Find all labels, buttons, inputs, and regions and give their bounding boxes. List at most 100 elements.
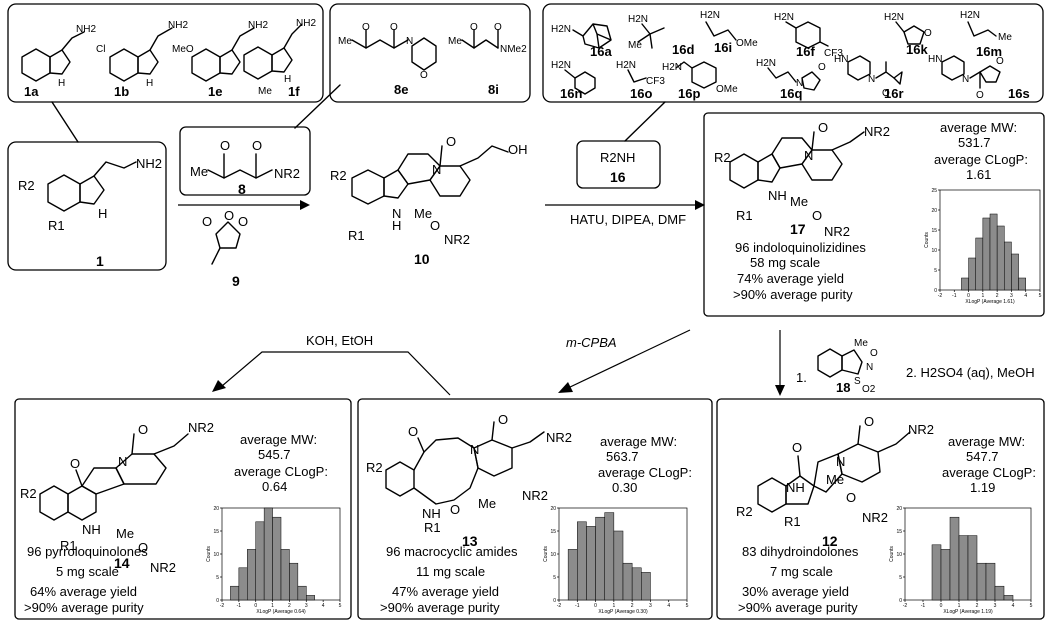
label-16d: 16d [672,42,694,57]
y-axis-label: Counts [206,546,212,562]
histogram-bar [272,516,282,601]
histogram-bar [622,562,633,601]
y-tick-label: 15 [550,529,556,535]
p12-yield: 30% average yield [742,584,849,599]
arrow-to-12-head [775,385,785,396]
histogram-bar [1018,277,1026,291]
diketone-8i-structure: O O Me NMe2 [448,22,527,55]
me-label: Me [448,36,462,47]
y-tick-label: 5 [899,575,902,581]
hn-label: HN [928,54,942,65]
p14-mw-label: average MW: [240,432,317,447]
amine-16p-structure: H2N OMe [662,61,738,95]
y-tick-label: 15 [931,228,937,234]
me-label: Me [790,194,808,209]
y-tick-label: 0 [899,598,902,604]
r1-label: R1 [736,208,753,223]
reagent-18-structure: Me O N S O2 18 [817,338,878,395]
o-label: O [430,218,440,233]
histogram-bar [975,237,984,291]
p14-yield: 64% average yield [30,584,137,599]
h2n-label: H2N [960,10,980,21]
x-tick-label: 4 [1012,603,1015,609]
x-tick-label: 4 [322,603,325,609]
histogram-bar [940,549,951,601]
r2-label: R2 [714,150,731,165]
histogram-bar [595,516,605,601]
nr2-label: NR2 [150,560,176,575]
nr2-label: NR2 [864,124,890,139]
nr2-label: NR2 [444,232,470,247]
x-tick-label: 5 [686,603,689,609]
meo-label: MeO [172,44,194,55]
h2n-label: H2N [628,14,648,25]
reagent-step1: 1. [796,370,807,385]
o-label: O [138,540,148,555]
y-tick-label: 20 [550,506,556,512]
compound-8-box [179,126,311,196]
x-tick-label: 0 [254,603,257,609]
o-label: O [238,214,248,229]
cf3-label: CF3 [646,76,665,87]
x-tick-label: 1 [981,293,984,299]
h2n-label: H2N [551,24,571,35]
r1-label: R1 [348,228,365,243]
y-tick-label: 15 [896,529,902,535]
y-tick-label: 15 [213,529,219,535]
label-1b: 1b [114,84,129,99]
histogram-bar [230,585,240,601]
amine-16k-structure: H2N O [884,12,932,45]
p14-mw: 545.7 [258,447,291,462]
histogram-bar [976,562,987,601]
arrow-to-13 [567,329,691,389]
x-tick-label: 3 [305,603,308,609]
reagents-main: HATU, DIPEA, DMF [570,212,686,227]
histogram-bar [297,585,307,601]
nh-label: NH [768,188,787,203]
histogram-bar [1011,253,1019,291]
nr2-label: NR2 [546,430,572,445]
label-16f: 16f [796,44,815,59]
y-tick-label: 10 [213,552,219,558]
p12-scale: 7 mg scale [770,564,833,579]
nr2-label: NR2 [522,488,548,503]
label-16k: 16k [906,42,928,57]
nr2-label: NR2 [908,422,934,437]
nh-label: H [58,78,65,89]
r1-label: R1 [784,514,801,529]
r2-label: R2 [20,486,37,501]
n-label: N [962,74,969,85]
me-label: Me [258,86,272,97]
y-axis-label: Counts [543,546,549,562]
o-label: O [224,208,234,223]
me-label: Me [478,496,496,511]
compound-9-structure: O O O 9 [202,208,248,289]
x-axis-label: XLogP (Average 1.61) [965,299,1015,305]
histogram-bar [247,549,256,601]
amine-16q-structure: H2N N O [756,58,826,91]
histogram-bar [985,562,996,601]
label-1e: 1e [208,84,222,99]
nh-label: NH [786,480,805,495]
p13-mw: 563.7 [606,449,639,464]
label-8e: 8e [394,82,408,97]
hn-label: N [392,206,401,221]
x-axis-label: XLogP (Average 0.64) [256,609,306,615]
label-18: 18 [836,380,850,395]
x-tick-label: 3 [994,603,997,609]
x-tick-label: 3 [1010,293,1013,299]
amine-16f-structure: H2N CF3 [774,12,843,59]
y-tick-label: 0 [934,288,937,294]
product-14-box [14,398,352,620]
x-tick-label: -2 [938,293,943,299]
x-tick-label: 2 [631,603,634,609]
product-13-structure: R2 O O N NR2 NH O Me R1 NR2 13 [366,412,572,549]
h2n-label: H2N [616,60,636,71]
o-label: O [976,90,984,101]
y-tick-label: 0 [216,598,219,604]
p14-class-count: 96 pyrroloquinolones [27,544,148,559]
arrow-to-17-head [695,200,705,210]
n-label: N [432,162,441,177]
p17-mw-label: average MW: [940,120,1017,135]
